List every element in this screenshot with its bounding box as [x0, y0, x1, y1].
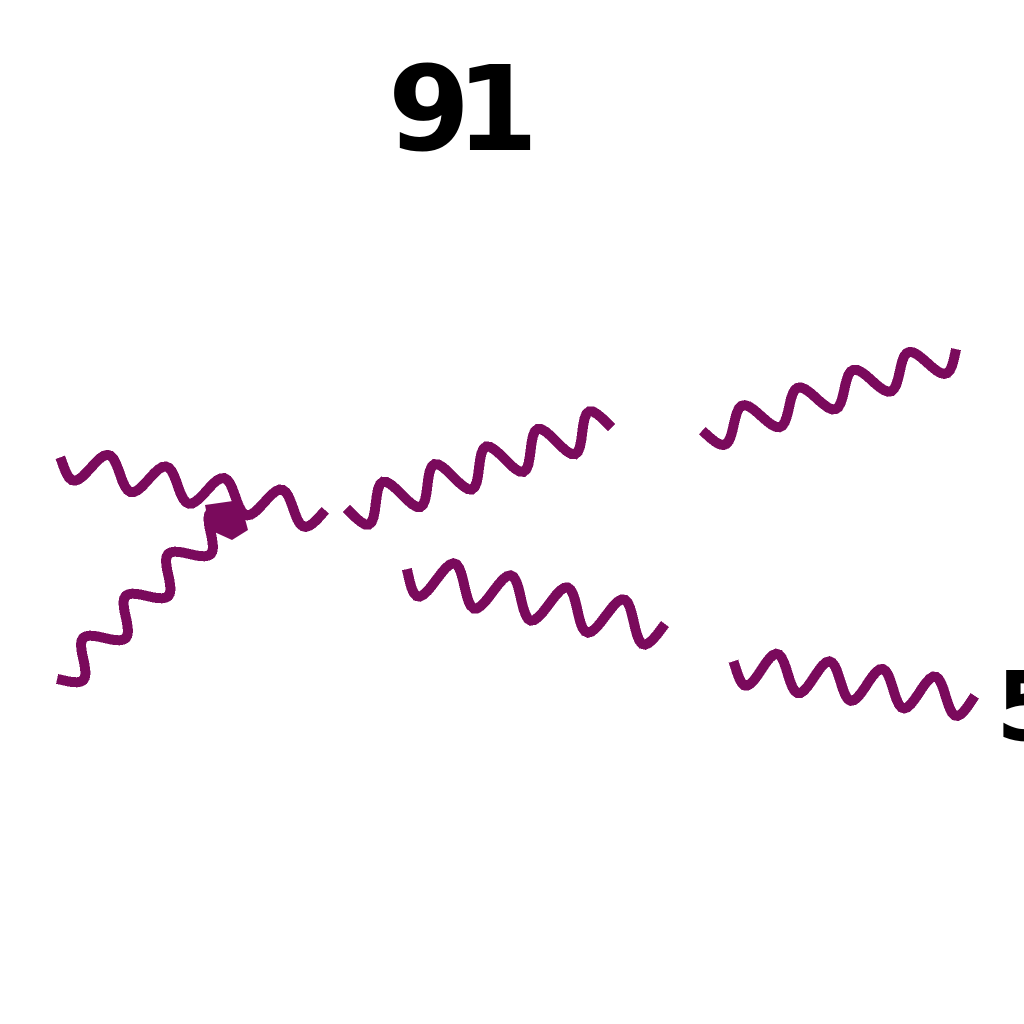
wavy-line-crossing-knot [205, 500, 248, 540]
wavy-line-right-lower [728, 648, 979, 722]
wavy-line-center-upper [342, 406, 616, 530]
wavy-line-upper-left [55, 449, 330, 533]
wavy-lines-group [55, 346, 979, 722]
wavy-line-right-upper [698, 346, 961, 451]
top-number-label: 91 [388, 40, 530, 178]
wavy-line-lower-left [56, 504, 238, 688]
wavy-line-center-lower [402, 557, 670, 650]
edge-number-label: 5 [996, 651, 1024, 763]
